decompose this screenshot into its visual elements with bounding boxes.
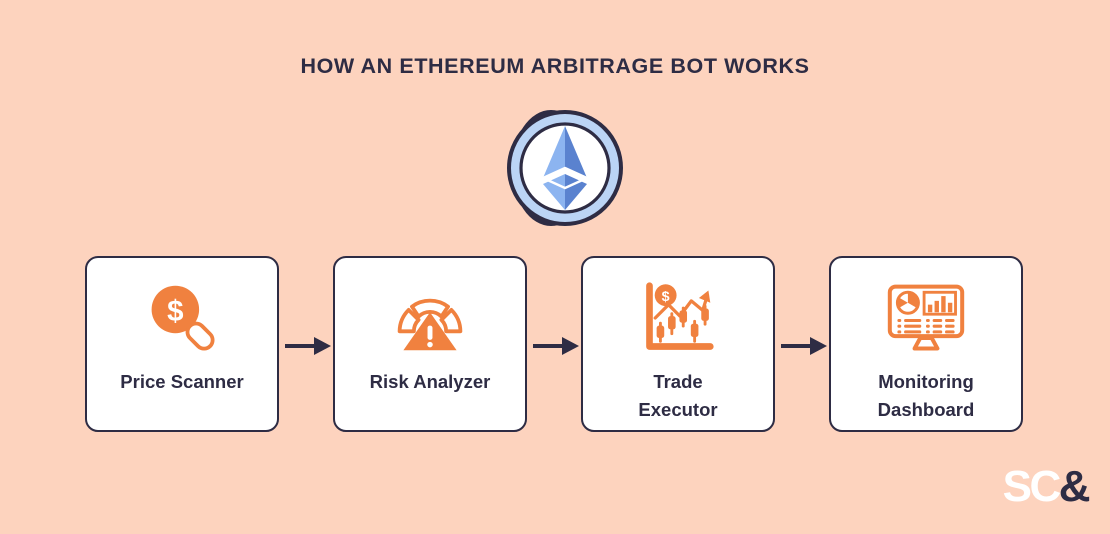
process-flow: $ Price Scanner bbox=[0, 256, 1110, 436]
svg-text:$: $ bbox=[662, 289, 670, 305]
brand-logo: SC& bbox=[1002, 462, 1091, 511]
step-card-monitoring-dashboard[interactable]: Monitoring Dashboard bbox=[829, 256, 1023, 432]
monitor-dashboard-icon bbox=[886, 280, 966, 356]
arrow-right-icon bbox=[285, 335, 331, 357]
ethereum-coin-icon bbox=[499, 104, 627, 232]
candlestick-chart-icon: $ bbox=[640, 280, 716, 356]
arrow-right-icon bbox=[781, 335, 827, 357]
step-label: Trade Executor bbox=[638, 371, 718, 420]
step-card-risk-analyzer[interactable]: Risk Analyzer bbox=[333, 256, 527, 432]
page-title: HOW AN ETHEREUM ARBITRAGE BOT WORKS bbox=[300, 54, 810, 78]
brand-logo-secondary: & bbox=[1058, 462, 1091, 511]
svg-text:$: $ bbox=[167, 295, 183, 328]
step-card-trade-executor[interactable]: $ Trade Executor bbox=[581, 256, 775, 432]
magnifier-dollar-icon: $ bbox=[144, 280, 220, 356]
arrow-right-icon bbox=[533, 335, 579, 357]
step-label: Risk Analyzer bbox=[369, 371, 491, 392]
gauge-warning-icon bbox=[392, 280, 468, 356]
step-label: Monitoring Dashboard bbox=[877, 371, 975, 420]
brand-logo-primary: SC bbox=[1002, 462, 1062, 511]
step-label: Price Scanner bbox=[120, 371, 244, 392]
step-card-price-scanner[interactable]: $ Price Scanner bbox=[85, 256, 279, 432]
